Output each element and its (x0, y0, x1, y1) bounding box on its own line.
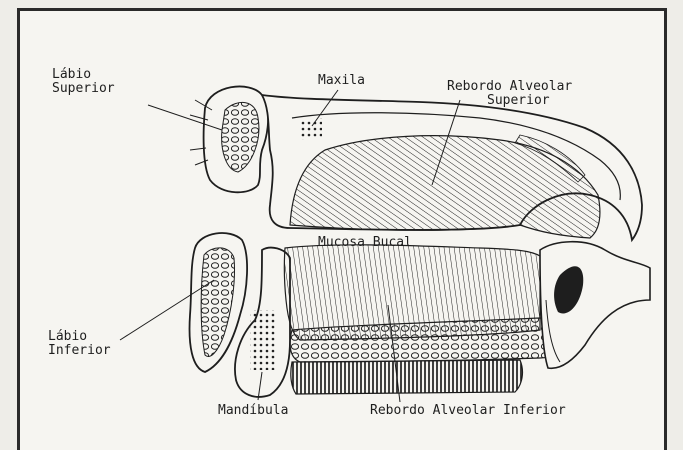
label-labio-superior: Lábio Superior (52, 68, 115, 96)
label-mandibula: Mandíbula (218, 404, 288, 418)
label-rebordo-superior-line-1: Rebordo Alveolar (447, 80, 572, 94)
label-maxila: Maxila (318, 74, 365, 88)
label-mucosa-bucal: Mucosa Bucal (318, 236, 412, 250)
label-labio-inferior-line-1: Lábio (48, 330, 111, 344)
label-labio-inferior: Lábio Inferior (48, 330, 111, 358)
label-labio-superior-line-2: Superior (52, 82, 115, 96)
pharynx (540, 242, 650, 369)
label-rebordo-superior-line-2: Superior (447, 94, 572, 108)
lower-alveolar-ridge (291, 360, 523, 394)
label-rebordo-alveolar-superior: Rebordo Alveolar Superior (447, 80, 572, 108)
label-labio-superior-line-1: Lábio (52, 68, 115, 82)
label-rebordo-alveolar-inferior: Rebordo Alveolar Inferior (370, 404, 566, 418)
label-labio-inferior-line-2: Inferior (48, 344, 111, 358)
upper-lip (190, 86, 268, 192)
